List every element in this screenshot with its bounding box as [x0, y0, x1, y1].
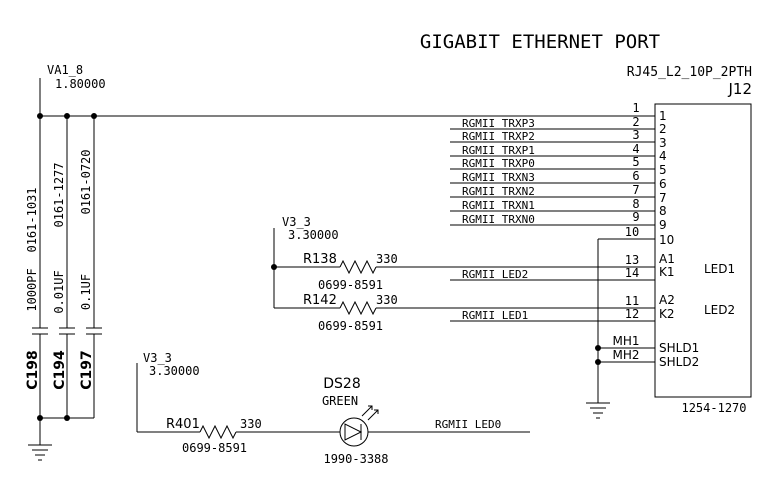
- cap-value: 0.01UF: [52, 270, 66, 313]
- pin-name: 2: [659, 122, 667, 136]
- va1-net-name: VA1_8: [47, 63, 83, 77]
- connector-pin-numbers-outside: 1 2 3 4 5 6 7 8 9 10 13 14 11 12: [625, 101, 640, 321]
- cap-ref: C198: [25, 350, 41, 390]
- ground-symbol-left: [28, 444, 52, 461]
- resistor-pn: 0699-8591: [182, 441, 247, 455]
- resistor-pn: 0699-8591: [318, 278, 383, 292]
- pin-name: SHLD2: [659, 355, 699, 369]
- pin-number: 14: [625, 266, 639, 280]
- pin-number: 1: [632, 101, 639, 115]
- va1-net-value: 1.80000: [55, 77, 106, 91]
- led-symbol: [339, 405, 379, 447]
- resistor-pn: 0699-8591: [318, 319, 383, 333]
- pin-number: 13: [625, 253, 639, 267]
- pin-number: 3: [632, 128, 639, 142]
- connector-part-number: 1254-1270: [681, 401, 746, 415]
- pin-name: K2: [659, 307, 675, 321]
- cap-pn: 0161-1277: [52, 162, 66, 227]
- connector-pins: [450, 115, 655, 403]
- resistor-ref: R401: [166, 417, 200, 432]
- pin-name: SHLD1: [659, 341, 699, 355]
- led1-label: LED1: [704, 262, 735, 276]
- ground-symbol-right: [586, 402, 610, 419]
- v33-bottom-rail: [136, 363, 530, 440]
- pin-name: 8: [659, 204, 667, 218]
- pin-number: 7: [632, 183, 639, 197]
- led-color: GREEN: [322, 394, 358, 408]
- pin-name: 10: [659, 233, 674, 247]
- v33-bottom-net-name: V3_3: [143, 351, 172, 365]
- net-label-led1: RGMII_LED1: [462, 309, 528, 322]
- net-label: RGMII_TRXP0: [462, 157, 535, 170]
- pin-number: 5: [632, 155, 639, 169]
- net-label-led0: RGMII LED0: [435, 418, 501, 431]
- resistor-ref: R138: [303, 252, 337, 267]
- pin-number: 2: [632, 115, 639, 129]
- pin-name: K1: [659, 265, 675, 279]
- v33-top-net-name: V3_3: [282, 215, 311, 229]
- pin-number-mh2: MH2: [612, 348, 639, 362]
- pin-name: A1: [659, 252, 675, 266]
- connector-ref: J12: [727, 80, 752, 98]
- resistor-value: 330: [376, 293, 398, 307]
- schematic-title: GIGABIT ETHERNET PORT: [420, 31, 660, 53]
- led2-label: LED2: [704, 303, 735, 317]
- pin-name: 5: [659, 163, 667, 177]
- cap-ref: C194: [52, 350, 68, 390]
- v33-top-net-value: 3.30000: [288, 228, 339, 242]
- cap-pn: 0161-0720: [79, 149, 93, 214]
- v33-bottom-net-value: 3.30000: [149, 364, 200, 378]
- resistor-value: 330: [240, 417, 262, 431]
- pin-number: 12: [625, 307, 639, 321]
- net-label: RGMII_TRXP2: [462, 130, 535, 143]
- v33-top-rail: [273, 228, 450, 316]
- cap-pn: 0161-1031: [25, 187, 39, 252]
- net-label: RGMII_TRXN3: [462, 171, 535, 184]
- capacitor-symbols: [32, 327, 102, 445]
- pin-number: 9: [632, 210, 639, 224]
- va1-rail: [39, 78, 610, 328]
- junction-dots: [37, 113, 601, 421]
- resistor-value: 330: [376, 252, 398, 266]
- pin-number: 11: [625, 294, 639, 308]
- trx-net-labels: RGMII_TRXP3 RGMII_TRXP2 RGMII_TRXP1 RGMI…: [462, 117, 535, 226]
- net-label: RGMII_TRXN2: [462, 185, 535, 198]
- pin-number: 10: [625, 225, 639, 239]
- connector-body: [654, 103, 752, 398]
- resistor-ref: R142: [303, 293, 337, 308]
- pin-number: 8: [632, 197, 639, 211]
- cap-value: 0.1UF: [79, 274, 93, 310]
- net-label-led2: RGMII_LED2: [462, 268, 528, 281]
- pin-number: 6: [632, 169, 639, 183]
- net-label: RGMII_TRXP3: [462, 117, 535, 130]
- led-ref: DS28: [323, 376, 360, 392]
- pin-name: 7: [659, 191, 667, 205]
- connector-part-name: RJ45_L2_10P_2PTH: [627, 65, 752, 80]
- pin-name: 9: [659, 218, 667, 232]
- connector-pin-names-inside: 1 2 3 4 5 6 7 8 9 10 A1 K1 A2 K2 SHLD1 S…: [659, 109, 699, 369]
- pin-name: 3: [659, 136, 667, 150]
- pin-name: 4: [659, 149, 667, 163]
- net-label: RGMII_TRXN1: [462, 199, 535, 212]
- led-pn: 1990-3388: [323, 452, 388, 466]
- pin-number: 4: [632, 142, 639, 156]
- pin-name: A2: [659, 293, 675, 307]
- pin-name: 1: [659, 109, 667, 123]
- net-label: RGMII_TRXN0: [462, 213, 535, 226]
- net-label: RGMII_TRXP1: [462, 144, 535, 157]
- pin-name: 6: [659, 177, 667, 191]
- cap-ref: C197: [79, 350, 95, 390]
- cap-value: 1000PF: [25, 268, 39, 311]
- pin-number-mh1: MH1: [612, 334, 639, 348]
